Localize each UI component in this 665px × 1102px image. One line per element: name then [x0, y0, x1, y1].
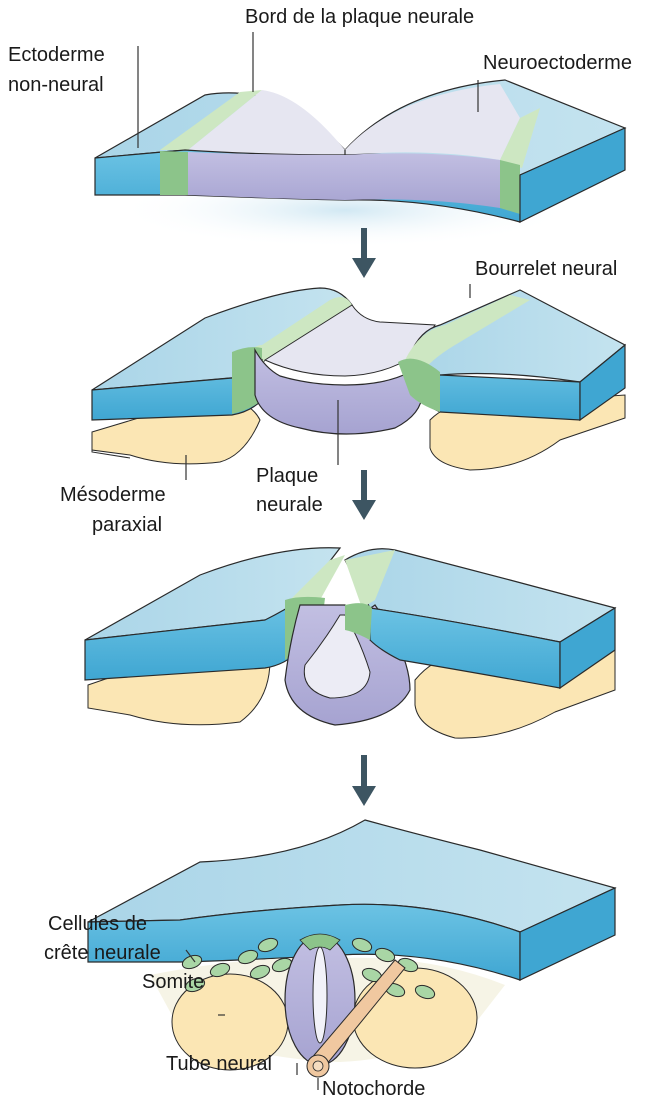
stage-3-neural-groove	[85, 548, 615, 738]
label-somite: Somite	[142, 971, 204, 993]
label-mesoderme-2: paraxial	[92, 514, 162, 536]
stage-1-border-side-left	[160, 151, 188, 195]
stage-2-neural-folds	[92, 288, 625, 470]
stage-4-notochord-core	[313, 1061, 323, 1071]
label-cellules-1: Cellules de	[48, 913, 147, 935]
label-cellules-2: crête neurale	[44, 942, 161, 964]
label-plaque-1: Plaque	[256, 465, 318, 487]
label-ectoderme-1: Ectoderme	[8, 44, 105, 66]
stage-1-neural-plate	[95, 80, 625, 248]
arrow-2-icon	[352, 470, 376, 520]
label-notochorde: Notochorde	[322, 1078, 425, 1100]
arrow-3-icon	[352, 755, 376, 806]
label-ectoderme-2: non-neural	[8, 74, 104, 96]
stage-4-somite-right	[353, 968, 477, 1068]
stage-4-neural-tube-lumen	[313, 947, 327, 1043]
stage-1-border-side-right	[500, 160, 520, 214]
label-neuroectoderme: Neuroectoderme	[483, 52, 632, 74]
label-mesoderme-1: Mésoderme	[60, 484, 166, 506]
label-bourrelet: Bourrelet neural	[475, 258, 617, 280]
label-tube-neural: Tube neural	[166, 1053, 272, 1075]
label-bord-plaque: Bord de la plaque neurale	[245, 6, 474, 28]
label-plaque-2: neurale	[256, 494, 323, 516]
stage-4-neural-tube	[88, 820, 615, 1077]
